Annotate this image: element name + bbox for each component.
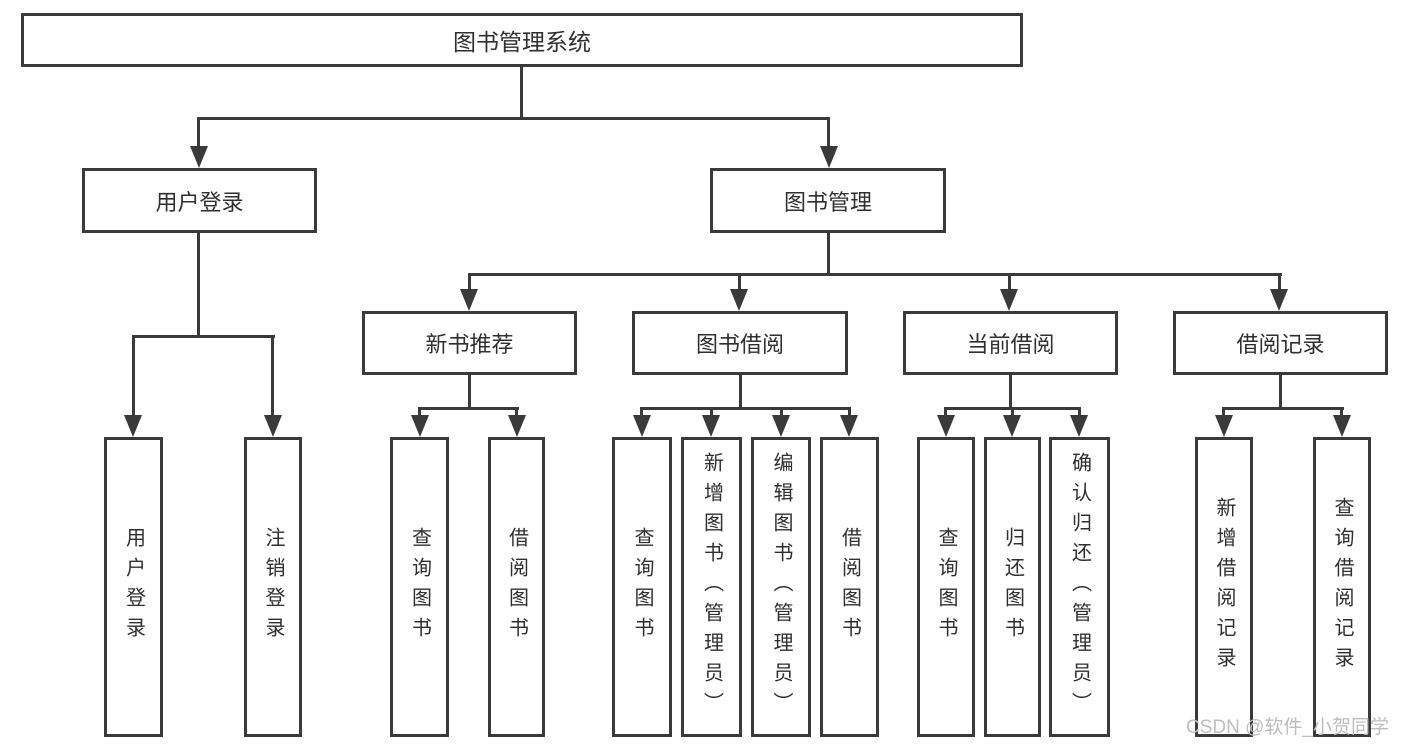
arrow-down-icon	[937, 415, 955, 437]
leaf-query-book-borrow: 查询图书	[612, 437, 672, 737]
leaf-logout-login: 注销登录	[244, 437, 302, 737]
arrow-down-icon	[460, 289, 478, 311]
connector-leaf-drop	[1078, 407, 1081, 417]
connector-leaf-drop	[780, 407, 783, 417]
node-current-borrow: 当前借阅	[903, 311, 1118, 375]
arrow-down-icon	[411, 415, 429, 437]
node-book-management: 图书管理	[710, 168, 946, 233]
leaf-label: 新增借阅记录	[1213, 497, 1235, 677]
leaf-label: 归还图书	[1001, 527, 1024, 647]
leaf-return-book: 归还图书	[984, 437, 1041, 737]
connector-leaf-drop	[271, 335, 274, 417]
leaf-label: 查询图书	[631, 527, 653, 647]
leaf-borrow-book: 借阅图书	[820, 437, 879, 737]
arrow-down-icon	[264, 415, 282, 437]
connector-leaf-drop	[640, 407, 643, 417]
leaf-label: 新增图书（管理员）	[700, 452, 723, 722]
connector-group-drop	[1278, 273, 1281, 291]
arrow-down-icon	[820, 146, 838, 168]
connector-leaf-drop	[710, 407, 713, 417]
leaf-query-book-current: 查询图书	[917, 437, 975, 737]
node-library-system: 图书管理系统	[21, 13, 1023, 67]
leaf-add-borrow-record: 新增借阅记录	[1195, 437, 1253, 737]
connector-group3-spread	[1222, 407, 1344, 410]
connector-book-mgmt-spread	[469, 273, 1282, 276]
leaf-label: 查询图书	[935, 527, 957, 647]
leaf-query-borrow-record: 查询借阅记录	[1313, 437, 1371, 737]
leaf-label: 查询图书	[408, 527, 431, 647]
node-book-borrow: 图书借阅	[632, 311, 848, 375]
arrow-down-icon	[1215, 415, 1233, 437]
csdn-watermark: CSDN @软件_小贺同学	[1186, 717, 1389, 738]
leaf-user-login: 用户登录	[104, 437, 163, 737]
arrow-down-icon	[1070, 415, 1088, 437]
connector-book-mgmt-stem	[827, 233, 830, 273]
leaf-confirm-return-admin: 确认归还（管理员）	[1049, 437, 1110, 737]
arrow-down-icon	[1003, 415, 1021, 437]
node-new-book-recommend: 新书推荐	[362, 311, 577, 375]
leaf-borrow-book-recommend: 借阅图书	[488, 437, 545, 737]
connector-leaf-drop	[418, 407, 421, 417]
connector-leaf-drop	[944, 407, 947, 417]
arrow-down-icon	[840, 415, 858, 437]
arrow-down-icon	[124, 415, 142, 437]
arrow-down-icon	[1270, 289, 1288, 311]
connector-leaf-drop	[1222, 407, 1225, 417]
connector-root-stem	[520, 67, 523, 117]
connector-group3-stem	[1279, 375, 1282, 407]
leaf-add-book-admin: 新增图书（管理员）	[681, 437, 742, 737]
arrow-down-icon	[190, 146, 208, 168]
leaf-label: 确认归还（管理员）	[1068, 452, 1091, 722]
connector-group1-spread	[640, 407, 851, 410]
connector-user-login-drop	[197, 117, 200, 149]
connector-group0-stem	[468, 375, 471, 407]
leaf-label: 查询借阅记录	[1331, 497, 1353, 677]
arrow-down-icon	[730, 289, 748, 311]
connector-root-spread	[197, 117, 830, 120]
node-borrow-records: 借阅记录	[1173, 311, 1388, 375]
connector-leaf-drop	[132, 335, 135, 417]
leaf-label: 用户登录	[122, 527, 145, 647]
arrow-down-icon	[772, 415, 790, 437]
connector-user-login-stem	[197, 233, 200, 335]
connector-leaf-drop	[1340, 407, 1343, 417]
node-user-login: 用户登录	[82, 168, 317, 233]
connector-group1-stem	[739, 375, 742, 407]
connector-book-mgmt-drop	[827, 117, 830, 149]
arrow-down-icon	[508, 415, 526, 437]
connector-user-login-spread	[132, 335, 275, 338]
leaf-edit-book-admin: 编辑图书（管理员）	[751, 437, 811, 737]
arrow-down-icon	[633, 415, 651, 437]
connector-group-drop	[1008, 273, 1011, 291]
leaf-label: 借阅图书	[505, 527, 528, 647]
arrow-down-icon	[702, 415, 720, 437]
connector-group0-spread	[418, 407, 519, 410]
leaf-label: 注销登录	[262, 527, 284, 647]
connector-leaf-drop	[848, 407, 851, 417]
leaf-label: 借阅图书	[838, 527, 861, 647]
connector-leaf-drop	[1011, 407, 1014, 417]
arrow-down-icon	[1000, 289, 1018, 311]
arrow-down-icon	[1333, 415, 1351, 437]
connector-group2-stem	[1009, 375, 1012, 407]
leaf-query-book-recommend: 查询图书	[390, 437, 449, 737]
connector-group-drop	[738, 273, 741, 291]
leaf-label: 编辑图书（管理员）	[770, 452, 792, 722]
connector-leaf-drop	[515, 407, 518, 417]
connector-group-drop	[468, 273, 471, 291]
